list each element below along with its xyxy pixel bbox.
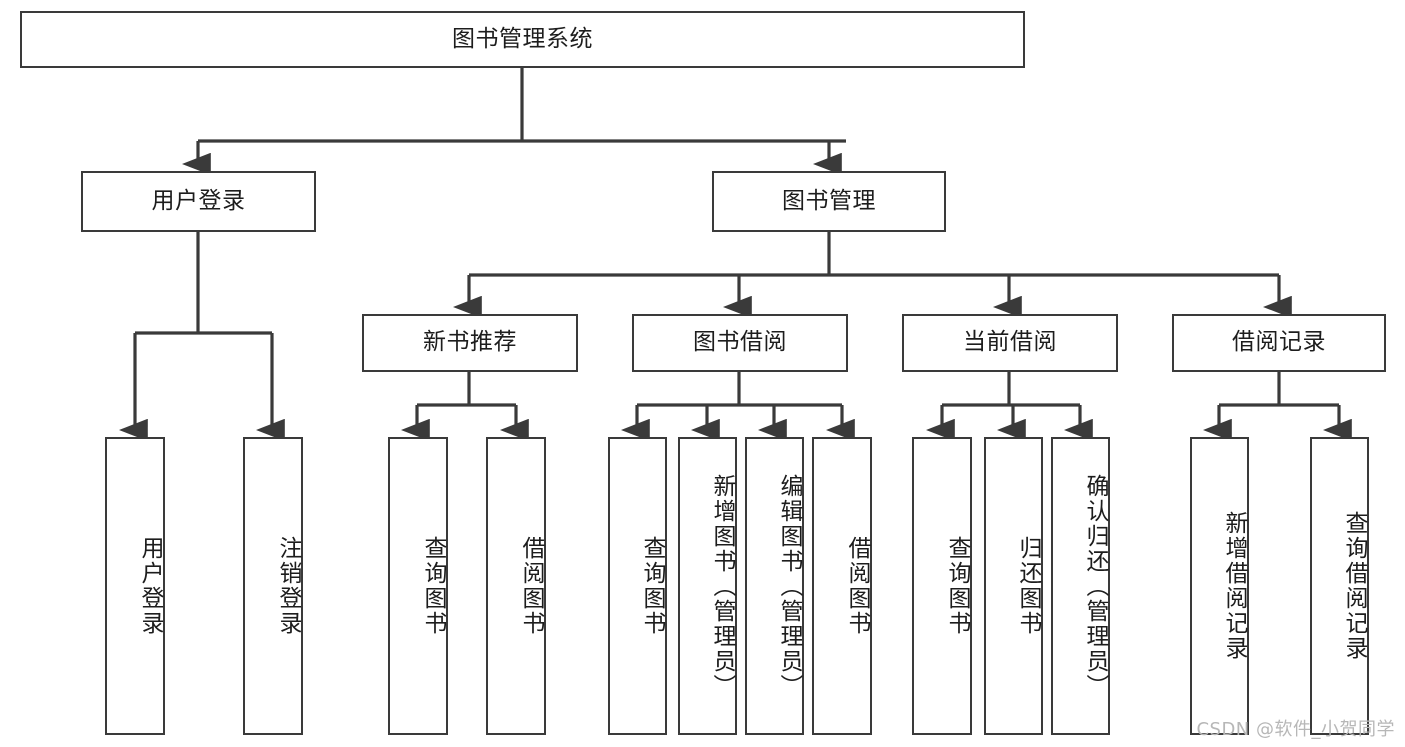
node-label: 归还图书 <box>1015 536 1041 636</box>
node-label: 用户登录 <box>137 536 163 636</box>
node-level2-1[interactable]: 图书管理 <box>712 171 946 232</box>
node-leaf-1[interactable]: 注销登录 <box>243 437 303 735</box>
node-leaf-7[interactable]: 借阅图书 <box>812 437 872 735</box>
node-label: 借阅记录 <box>1232 329 1326 356</box>
node-level3-2[interactable]: 当前借阅 <box>902 314 1118 372</box>
node-label: 确认归还（管理员） <box>1082 473 1108 699</box>
node-label: 新书推荐 <box>423 329 517 356</box>
node-leaf-3[interactable]: 借阅图书 <box>486 437 546 735</box>
node-label: 查询借阅记录 <box>1341 511 1367 661</box>
node-label: 查询图书 <box>639 536 665 636</box>
node-label: 注销登录 <box>275 536 301 636</box>
node-leaf-6[interactable]: 编辑图书（管理员） <box>745 437 804 735</box>
node-label: 用户登录 <box>151 187 246 214</box>
node-leaf-4[interactable]: 查询图书 <box>608 437 667 735</box>
node-label: 图书管理系统 <box>452 25 593 52</box>
node-leaf-8[interactable]: 查询图书 <box>912 437 972 735</box>
node-leaf-2[interactable]: 查询图书 <box>388 437 448 735</box>
node-leaf-10[interactable]: 确认归还（管理员） <box>1051 437 1110 735</box>
node-label: 借阅图书 <box>844 536 870 636</box>
node-label: 当前借阅 <box>963 329 1057 356</box>
node-label: 新增图书（管理员） <box>709 473 735 699</box>
node-leaf-9[interactable]: 归还图书 <box>984 437 1043 735</box>
watermark: CSDN @软件_小贺同学 <box>1196 719 1395 740</box>
node-level3-0[interactable]: 新书推荐 <box>362 314 578 372</box>
node-label: 借阅图书 <box>518 536 544 636</box>
node-level3-3[interactable]: 借阅记录 <box>1172 314 1386 372</box>
node-leaf-12[interactable]: 查询借阅记录 <box>1310 437 1369 735</box>
node-leaf-11[interactable]: 新增借阅记录 <box>1190 437 1249 735</box>
node-root[interactable]: 图书管理系统 <box>20 11 1025 68</box>
node-level3-1[interactable]: 图书借阅 <box>632 314 848 372</box>
node-leaf-5[interactable]: 新增图书（管理员） <box>678 437 737 735</box>
node-label: 图书借阅 <box>693 329 787 356</box>
node-label: 查询图书 <box>944 536 970 636</box>
node-level2-0[interactable]: 用户登录 <box>81 171 316 232</box>
node-label: 图书管理 <box>782 187 876 214</box>
node-label: 编辑图书（管理员） <box>776 473 802 699</box>
node-label: 新增借阅记录 <box>1221 511 1247 661</box>
node-label: 查询图书 <box>420 536 446 636</box>
node-leaf-0[interactable]: 用户登录 <box>105 437 165 735</box>
